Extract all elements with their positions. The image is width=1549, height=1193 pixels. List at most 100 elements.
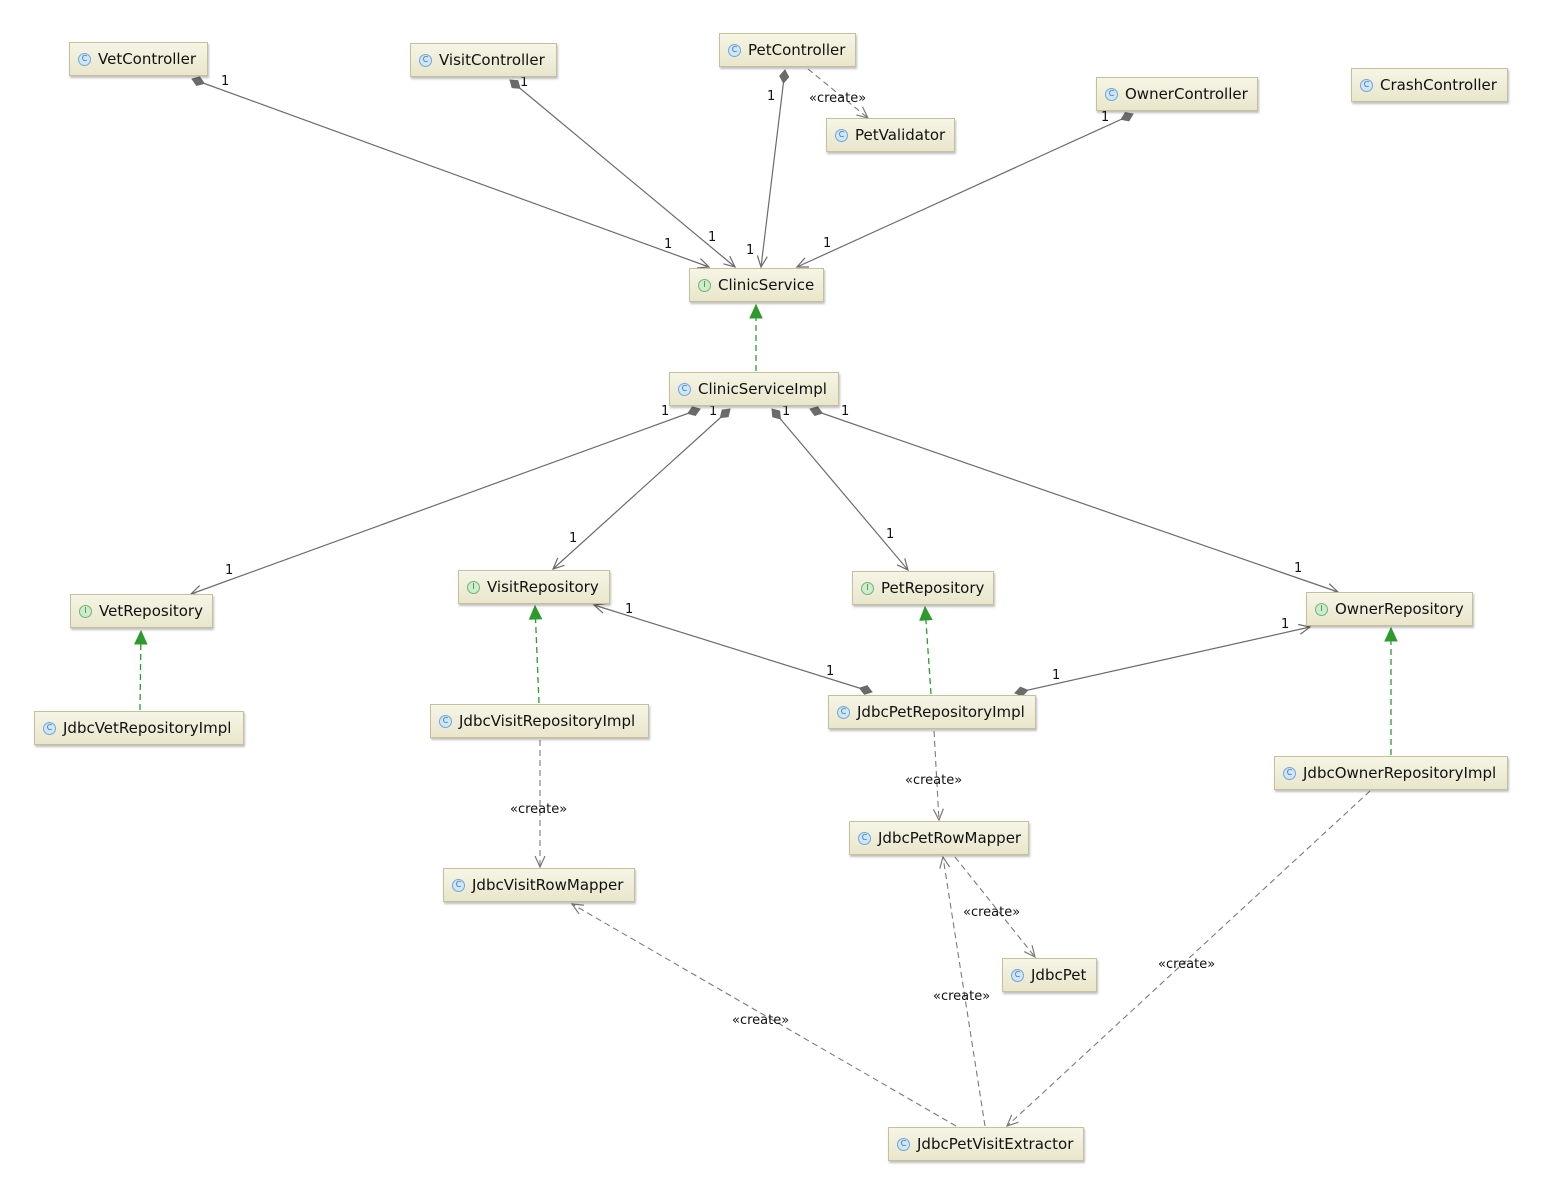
target-multiplicity: 1: [746, 243, 755, 258]
navigability-arrowhead: [592, 602, 607, 614]
composition-diamond: [686, 406, 701, 417]
node-pet-controller[interactable]: C PetController: [719, 33, 856, 67]
class-icon: C: [1283, 766, 1296, 780]
edge-dependency[interactable]: [954, 856, 1036, 959]
navigability-arrowhead: [696, 258, 711, 269]
edge-realization[interactable]: [919, 605, 933, 695]
node-name: ClinicServiceImpl: [698, 380, 827, 398]
class-icon: C: [1011, 968, 1024, 982]
target-multiplicity: 1: [1281, 617, 1290, 632]
source-multiplicity: 1: [826, 664, 835, 679]
composition-diamond: [1014, 686, 1029, 697]
composition-diamond: [809, 406, 824, 416]
edge-association[interactable]: [191, 76, 711, 269]
target-multiplicity: 1: [664, 237, 673, 252]
edge-association[interactable]: [771, 408, 909, 572]
edge-association[interactable]: [1014, 623, 1312, 697]
edge-dependency[interactable]: [534, 740, 546, 869]
class-icon: C: [835, 128, 848, 142]
edge-realization[interactable]: [134, 629, 148, 711]
node-name: PetController: [748, 41, 846, 59]
class-icon: C: [452, 878, 465, 892]
dependency-line: [933, 730, 940, 821]
dependency-arrowhead: [570, 903, 585, 915]
node-name: JdbcPetRepositoryImpl: [857, 703, 1025, 721]
node-name: VisitRepository: [487, 578, 599, 596]
dependency-line: [954, 856, 1036, 958]
dependency-line: [571, 903, 957, 1127]
node-jdbc-vet-repository-impl[interactable]: C JdbcVetRepositoryImpl: [34, 711, 244, 745]
edge-realization[interactable]: [749, 303, 763, 371]
association-line: [796, 113, 1134, 268]
source-multiplicity: 1: [520, 75, 529, 90]
composition-diamond: [191, 76, 206, 87]
composition-diamond: [771, 408, 781, 420]
node-name: VetController: [98, 50, 196, 68]
realization-arrowhead: [919, 605, 933, 621]
target-multiplicity: 1: [823, 236, 832, 251]
composition-diamond: [1120, 112, 1134, 122]
edge-association[interactable]: [509, 79, 737, 268]
association-line: [509, 79, 736, 268]
node-jdbc-visit-row-mapper[interactable]: C JdbcVisitRowMapper: [443, 868, 635, 902]
realization-line: [534, 605, 540, 704]
association-line: [190, 408, 701, 595]
edge-association[interactable]: [756, 69, 790, 269]
interface-icon: I: [861, 581, 874, 595]
class-icon: C: [897, 1137, 910, 1151]
dependency-arrowhead: [932, 808, 944, 822]
edge-dependency[interactable]: [570, 903, 957, 1127]
edge-dependency[interactable]: [1005, 790, 1371, 1127]
edge-dependency[interactable]: [939, 855, 986, 1127]
association-line: [771, 408, 909, 571]
association-line: [760, 69, 786, 268]
target-multiplicity: 1: [1294, 561, 1303, 576]
edge-association[interactable]: [809, 406, 1340, 594]
class-icon: C: [43, 721, 56, 735]
node-name: JdbcVisitRowMapper: [472, 876, 624, 894]
association-line: [552, 408, 731, 570]
navigability-arrowhead: [723, 255, 737, 268]
dependency-line: [1006, 790, 1371, 1127]
edge-association[interactable]: [592, 602, 873, 695]
edge-dependency[interactable]: [932, 730, 944, 822]
node-jdbc-pet-repository-impl[interactable]: C JdbcPetRepositoryImpl: [828, 695, 1036, 729]
navigability-arrowhead: [551, 557, 565, 570]
edge-realization[interactable]: [528, 604, 543, 704]
class-icon: C: [728, 43, 741, 57]
association-line: [593, 604, 873, 693]
node-name: ClinicService: [718, 276, 815, 294]
class-icon: C: [439, 714, 452, 728]
target-multiplicity: 1: [886, 527, 895, 542]
edge-realization[interactable]: [1384, 626, 1398, 755]
edge-association[interactable]: [189, 406, 701, 596]
composition-diamond: [858, 685, 873, 695]
edge-association[interactable]: [551, 408, 731, 570]
realization-arrowhead: [1384, 626, 1398, 642]
edge-association[interactable]: [795, 112, 1134, 268]
association-line: [809, 408, 1339, 593]
interface-icon: I: [79, 604, 92, 618]
stereotype-label: «create»: [809, 91, 867, 106]
node-name: OwnerRepository: [1335, 600, 1464, 618]
class-icon: C: [837, 705, 850, 719]
association-line: [191, 78, 710, 268]
node-name: JdbcVetRepositoryImpl: [63, 719, 232, 737]
